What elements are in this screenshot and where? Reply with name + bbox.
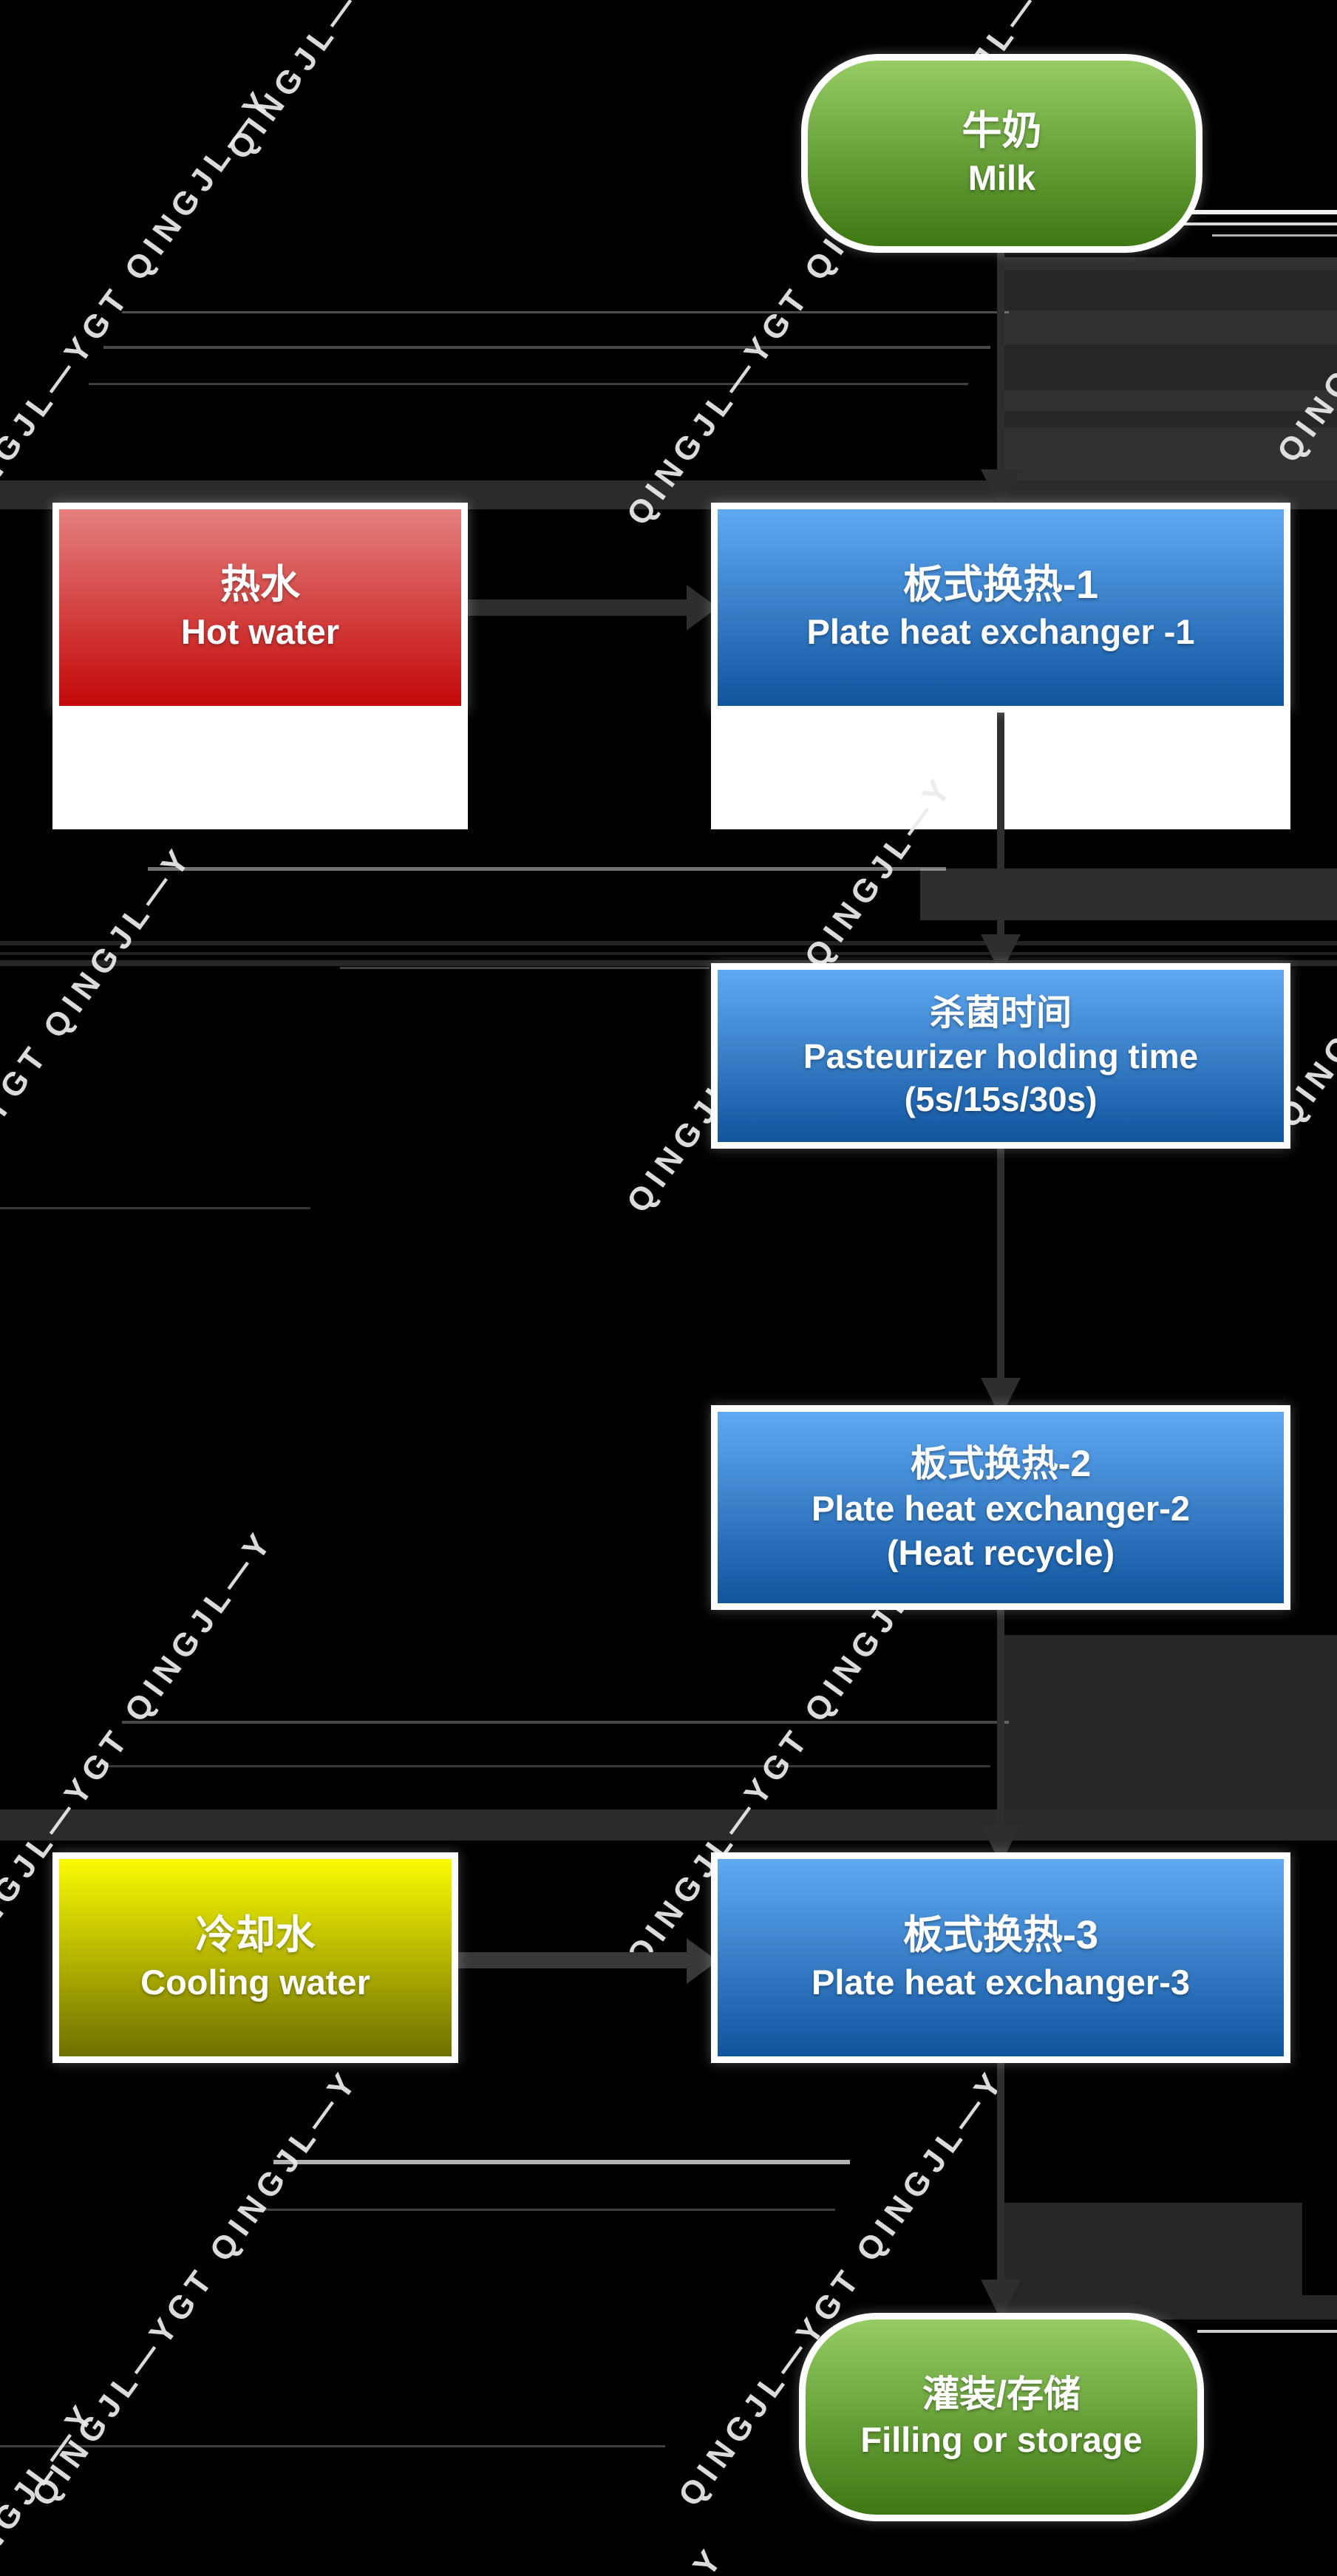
node-filling-label-en: Filling or storage (860, 2420, 1143, 2459)
artifact-band (1002, 257, 1337, 271)
streak-line (1138, 210, 1337, 214)
node-phe2-label-en2: (Heat recycle) (886, 1532, 1115, 1572)
streak-line (148, 867, 946, 871)
arrow-holding-to-phe2 (997, 1142, 1004, 1384)
node-milk: 牛奶 Milk (801, 54, 1202, 253)
streak-line (103, 346, 990, 349)
node-phe1: 板式换热-1 Plate heat exchanger -1 (711, 503, 1290, 713)
arrow-phe3-to-filling (997, 2056, 1004, 2284)
watermark-text: QINGJL—YGT QINGJL—Y (391, 2539, 733, 2576)
node-filling-storage: 灌装/存储 Filling or storage (799, 2313, 1204, 2521)
artifact-band (1002, 2203, 1302, 2297)
streak-line (1212, 234, 1337, 237)
streak-line (89, 383, 968, 385)
white-remnant (52, 702, 468, 829)
node-phe2: 板式换热-2 Plate heat exchanger-2 (Heat recy… (711, 1405, 1290, 1610)
streak-line (340, 967, 710, 969)
watermark-text: QINGJL—YGT QINGJL—Y (0, 2395, 104, 2576)
watermark-text: QINGJL—YGT QINGJL—Y (0, 81, 282, 532)
artifact-band (0, 1809, 1337, 1841)
arrow-phe2-to-phe3 (997, 1603, 1004, 1830)
node-cooling-water: 冷却水 Cooling water (52, 1852, 458, 2063)
node-milk-label-zh: 牛奶 (962, 108, 1042, 153)
artifact-band (1002, 310, 1337, 344)
node-filling-label-zh: 灌装/存储 (922, 2373, 1081, 2415)
node-holding-label-zh: 杀菌时间 (929, 993, 1072, 1033)
node-phe2-label-zh: 板式换热-2 (910, 1442, 1092, 1484)
artifact-band (0, 941, 1337, 945)
node-hot-water: 热水 Hot water (52, 503, 468, 713)
streak-line (273, 2160, 850, 2164)
streak-line (0, 1207, 310, 1209)
node-phe1-label-zh: 板式换热-1 (902, 563, 1098, 607)
watermark-text: QINGJL—YGT QINGJL—Y (0, 838, 200, 1290)
streak-line (0, 2445, 665, 2447)
streak-line (103, 1765, 990, 1767)
streak-line (259, 2209, 835, 2211)
arrow-milk-to-phe1 (997, 246, 1004, 473)
arrow-phe1-to-holding (997, 701, 1004, 939)
node-holding-label-en: Pasteurizer holding time (803, 1036, 1199, 1075)
artifact-band (920, 869, 1337, 920)
artifact-band (1002, 390, 1337, 411)
node-holding-time: 杀菌时间 Pasteurizer holding time (5s/15s/30… (711, 963, 1290, 1149)
node-milk-label-en: Milk (967, 157, 1036, 197)
streak-line (1183, 222, 1337, 225)
node-hot-water-label-en: Hot water (180, 612, 340, 651)
artifact-band (0, 960, 1337, 966)
node-phe1-label-en: Plate heat exchanger -1 (806, 612, 1195, 651)
node-cooling-label-en: Cooling water (140, 1962, 370, 2002)
artifact-band (1002, 1635, 1337, 1809)
node-holding-label-en2: (5s/15s/30s) (904, 1079, 1098, 1118)
artifact-band (0, 952, 1337, 955)
node-hot-water-label-zh: 热水 (220, 563, 300, 607)
arrow-cooling-to-phe3 (449, 1952, 690, 1968)
arrow-hotwater-to-phe1 (458, 599, 691, 616)
node-phe2-label-en: Plate heat exchanger-2 (812, 1488, 1190, 1528)
node-cooling-label-zh: 冷却水 (195, 1912, 316, 1957)
watermark-text: QINGJL—YGT QINGJL—Y (221, 0, 563, 166)
node-phe3-label-zh: 板式换热-3 (902, 1912, 1098, 1957)
artifact-band (1002, 427, 1337, 480)
streak-line (122, 1721, 1009, 1724)
node-phe3: 板式换热-3 Plate heat exchanger-3 (711, 1852, 1290, 2063)
streak-line (122, 311, 1009, 313)
node-phe3-label-en: Plate heat exchanger-3 (812, 1962, 1190, 2002)
streak-line (1197, 2330, 1337, 2333)
